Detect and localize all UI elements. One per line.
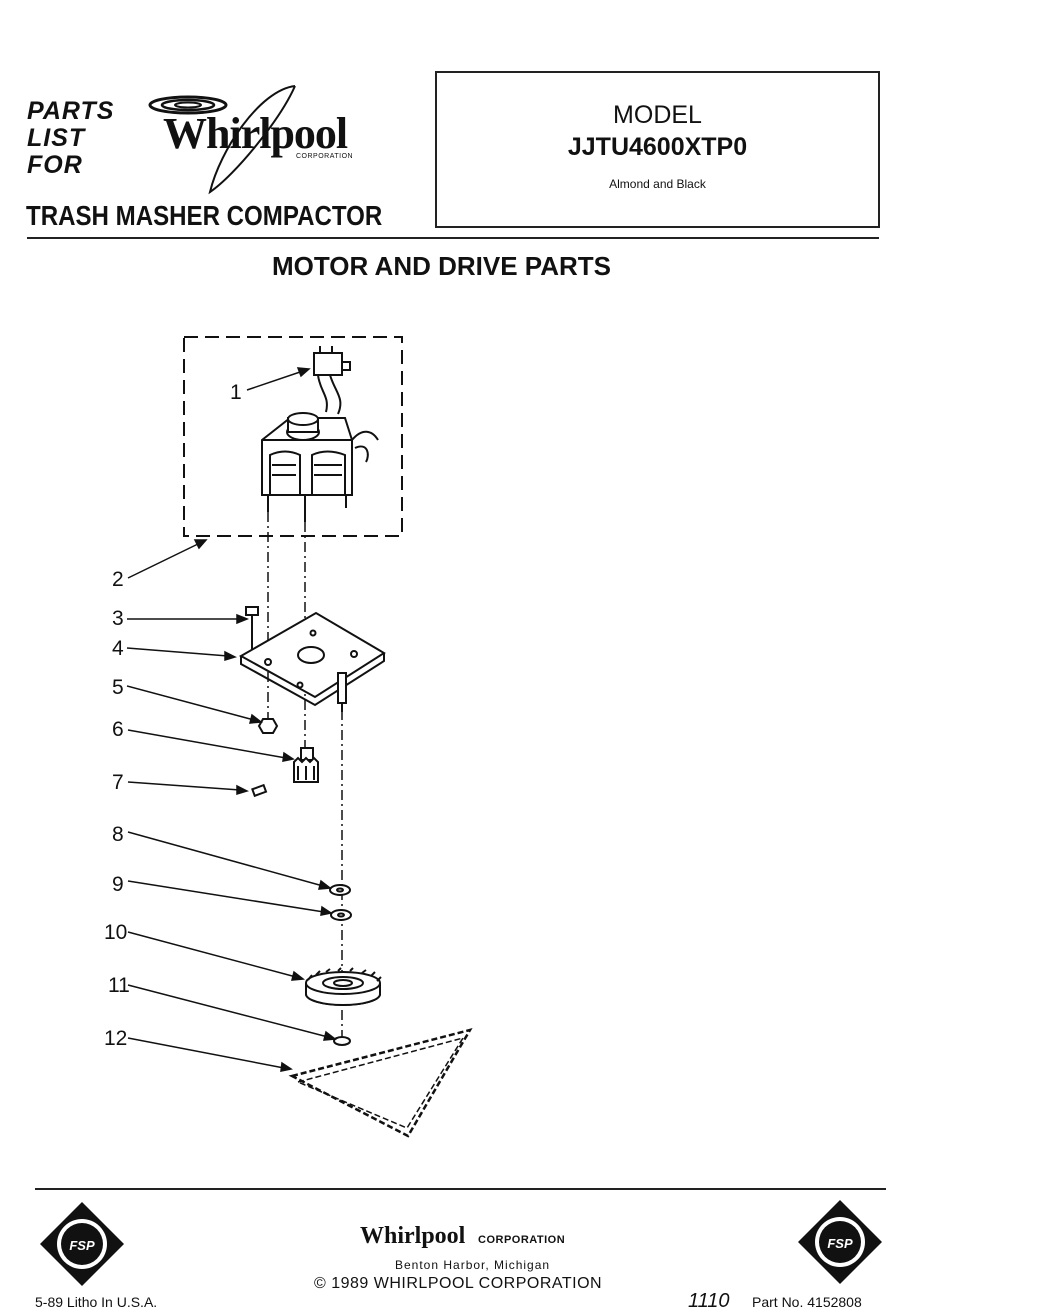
parts-list-for: PARTS LIST FOR [27,98,114,179]
brand-corporation: CORPORATION [296,153,354,160]
brand-logo: Whirlpool [163,109,348,158]
list-word: LIST [27,124,86,152]
fsp-logo-right: FSP [798,1200,882,1284]
part-washer-a [329,884,351,896]
callout-2: 2 [112,568,124,591]
callout-8: 8 [112,823,124,846]
fsp-logo-left-text: FSP [69,1238,95,1253]
part-nut [257,718,279,734]
fsp-logo-left: FSP [40,1202,124,1286]
footer-brand: Whirlpool [360,1223,466,1249]
callout-10: 10 [104,921,128,944]
model-number: JJTU4600XTP0 [567,133,748,161]
header-divider [27,237,879,239]
model-color: Almond and Black [609,177,706,191]
footer-corporation: CORPORATION [478,1234,566,1246]
footer-litho: 5-89 Litho In U.S.A. [35,1294,158,1310]
model-label: MODEL [613,101,702,129]
footer-copyright: © 1989 WHIRLPOOL CORPORATION [314,1275,603,1292]
motor-assembly-box [183,336,403,537]
footer-address: Benton Harbor, Michigan [395,1258,551,1272]
model-box: MODEL JJTU4600XTP0 Almond and Black [435,71,880,228]
callout-9: 9 [112,873,124,896]
callout-12: 12 [104,1027,128,1050]
callout-3: 3 [112,607,124,630]
footer-part-number: Part No. 4152808 [752,1294,862,1310]
part-bolt [245,606,259,650]
part-washer-b [330,909,352,921]
product-title: TRASH MASHER COMPACTOR [26,200,383,231]
footer-handwritten-mark: 1110 [688,1290,730,1312]
callout-4: 4 [112,637,124,660]
callout-1: 1 [230,381,242,404]
parts-word: PARTS [27,97,115,125]
callout-5: 5 [112,676,124,699]
section-title: MOTOR AND DRIVE PARTS [272,251,611,281]
part-chain [288,1028,473,1138]
whirlpool-swirl-icon [148,85,296,195]
part-plate [238,611,386,712]
callout-11: 11 [108,974,130,997]
callout-6: 6 [112,718,124,741]
part-washer-c [333,1036,351,1046]
fsp-logo-right-text: FSP [827,1236,853,1251]
footer-divider [35,1188,886,1190]
part-motor [261,412,379,522]
for-word: FOR [27,151,83,179]
part-switch [313,346,351,415]
part-set-screw [251,783,268,798]
part-sprocket [305,967,382,1006]
part-pinion [293,747,319,783]
callout-7: 7 [112,771,124,794]
